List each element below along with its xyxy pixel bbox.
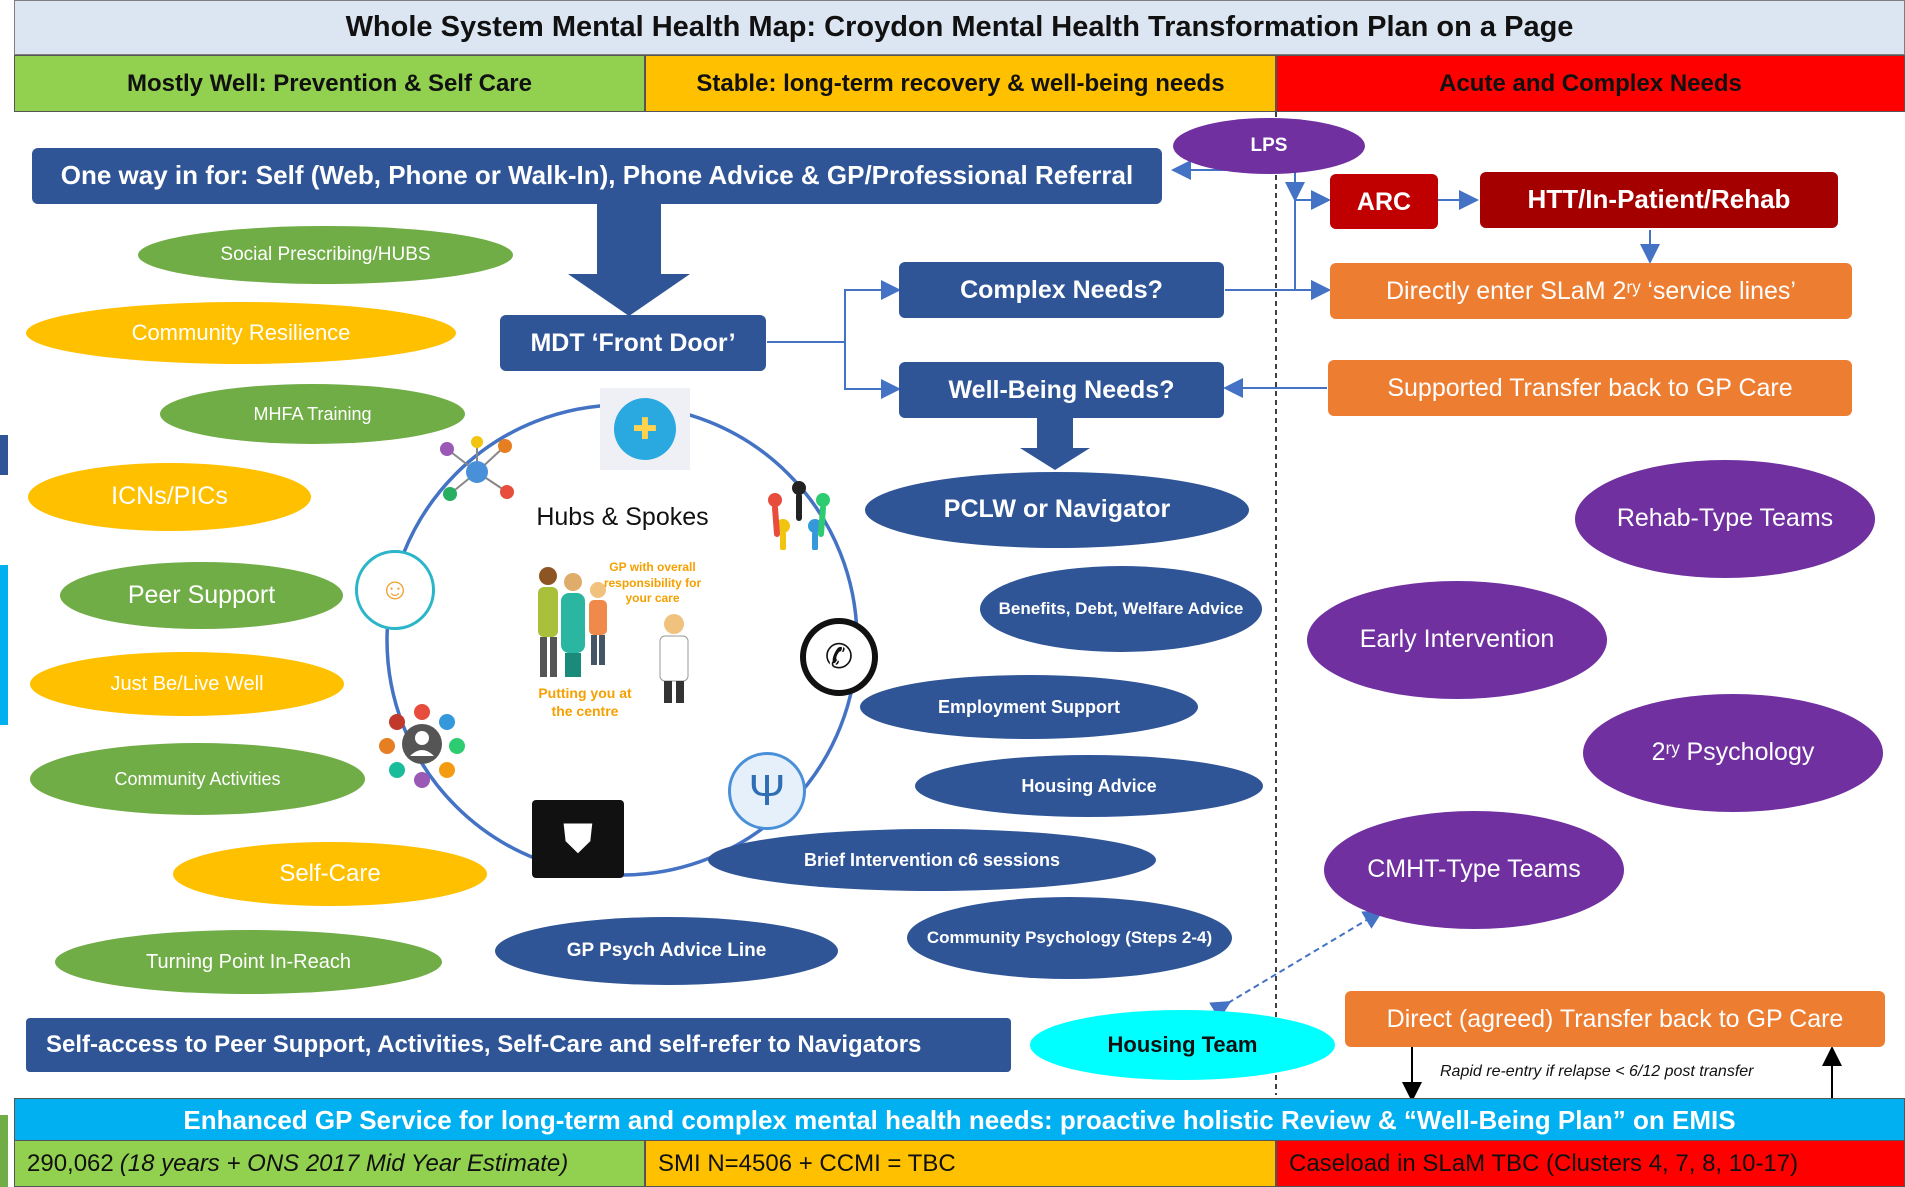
service-self-care[interactable]: Self-Care <box>173 842 487 906</box>
population-stat: 290,062 (18 years + ONS 2017 Mid Year Es… <box>14 1140 645 1187</box>
entry-box[interactable]: One way in for: Self (Web, Phone or Walk… <box>32 148 1162 204</box>
gp-responsibility-text: GP with overall responsibility for your … <box>603 560 702 606</box>
population-number: 290,062 <box>27 1149 114 1177</box>
community-people-icon <box>757 478 842 551</box>
service-cmht-type-teams[interactable]: CMHT-Type Teams <box>1324 811 1624 929</box>
network-icon <box>435 434 520 509</box>
edge-marker-cyan <box>0 565 8 725</box>
lps-ellipse[interactable]: LPS <box>1173 118 1365 174</box>
pclw-navigator-ellipse[interactable]: PCLW or Navigator <box>865 472 1249 548</box>
centre-text: Putting you at the centre <box>538 685 632 719</box>
hub-title: Hubs & Spokes <box>536 503 709 531</box>
service-mhfa-training[interactable]: MHFA Training <box>160 384 465 444</box>
rapid-reentry-note: Rapid re-entry if relapse < 6/12 post tr… <box>1440 1063 1754 1080</box>
signpost-icon: ✚ <box>600 388 690 470</box>
care-hands-icon: ⛊ <box>532 800 624 878</box>
column-header-mostly-well: Mostly Well: Prevention & Self Care <box>14 55 645 112</box>
arc-box[interactable]: ARC <box>1330 174 1438 229</box>
service-community-resilience[interactable]: Community Resilience <box>26 302 456 364</box>
service-employment-support[interactable]: Employment Support <box>860 675 1198 739</box>
service-community-psychology[interactable]: Community Psychology (Steps 2-4) <box>907 897 1232 979</box>
service-early-intervention[interactable]: Early Intervention <box>1307 581 1607 699</box>
caseload-stat: Caseload in SLaM TBC (Clusters 4, 7, 8, … <box>1276 1140 1905 1187</box>
service-housing-advice[interactable]: Housing Advice <box>915 755 1263 817</box>
service-icns-pics[interactable]: ICNs/PICs <box>28 463 311 531</box>
population-note: (18 years + ONS 2017 Mid Year Estimate) <box>119 1149 569 1177</box>
service-gp-psych-advice-line[interactable]: GP Psych Advice Line <box>495 917 838 985</box>
mental-health-head-icon: ☺ <box>355 550 435 630</box>
service-community-activities[interactable]: Community Activities <box>30 743 365 815</box>
housing-team-ellipse[interactable]: Housing Team <box>1030 1010 1335 1080</box>
mdt-front-door-box[interactable]: MDT ‘Front Door’ <box>500 315 766 371</box>
direct-transfer-box[interactable]: Direct (agreed) Transfer back to GP Care <box>1345 991 1885 1047</box>
page-title: Whole System Mental Health Map: Croydon … <box>14 0 1905 55</box>
lps-branch-line <box>1294 170 1327 290</box>
smi-stat: SMI N=4506 + CCMI = TBC <box>645 1140 1276 1187</box>
service-rehab-type-teams[interactable]: Rehab-Type Teams <box>1575 460 1875 578</box>
service-social-prescribing[interactable]: Social Prescribing/HUBS <box>138 226 513 284</box>
direct-enter-box[interactable]: Directly enter SLaM 2ʳʸ ‘service lines’ <box>1330 263 1852 319</box>
housing-cmht-dashed-arrow <box>1209 909 1384 1020</box>
edge-marker-blue <box>0 435 8 475</box>
mdt-to-complex-arrow <box>767 280 901 343</box>
enhanced-gp-service-bar: Enhanced GP Service for long-term and co… <box>14 1098 1905 1142</box>
column-header-acute: Acute and Complex Needs <box>1276 55 1905 112</box>
service-benefits-debt-welfare[interactable]: Benefits, Debt, Welfare Advice <box>980 566 1262 652</box>
people-illustration <box>528 560 618 685</box>
service-just-be-live-well[interactable]: Just Be/Live Well <box>30 652 344 716</box>
complex-needs-box[interactable]: Complex Needs? <box>899 262 1224 318</box>
service-brief-intervention[interactable]: Brief Intervention c6 sessions <box>708 829 1156 891</box>
supported-transfer-box[interactable]: Supported Transfer back to GP Care <box>1328 360 1852 416</box>
self-access-box[interactable]: Self-access to Peer Support, Activities,… <box>26 1018 1011 1072</box>
htt-box[interactable]: HTT/In-Patient/Rehab <box>1480 172 1838 228</box>
service-secondary-psychology[interactable]: 2ʳʸ Psychology <box>1583 694 1883 812</box>
service-turning-point[interactable]: Turning Point In-Reach <box>55 930 442 994</box>
social-network-icon <box>375 700 470 788</box>
wellbeing-down-block-arrow <box>1020 418 1090 470</box>
doctor-illustration <box>652 612 697 707</box>
wellbeing-needs-box[interactable]: Well-Being Needs? <box>899 362 1224 418</box>
whatsapp-phone-icon: ✆ <box>800 618 878 696</box>
column-header-stable: Stable: long-term recovery & well-being … <box>645 55 1276 112</box>
entry-down-block-arrow <box>568 204 690 316</box>
mdt-to-wellbeing-arrow <box>767 341 901 399</box>
service-peer-support[interactable]: Peer Support <box>60 562 343 629</box>
edge-marker-green <box>0 1115 8 1187</box>
psychology-psi-icon: Ψ <box>728 752 806 830</box>
